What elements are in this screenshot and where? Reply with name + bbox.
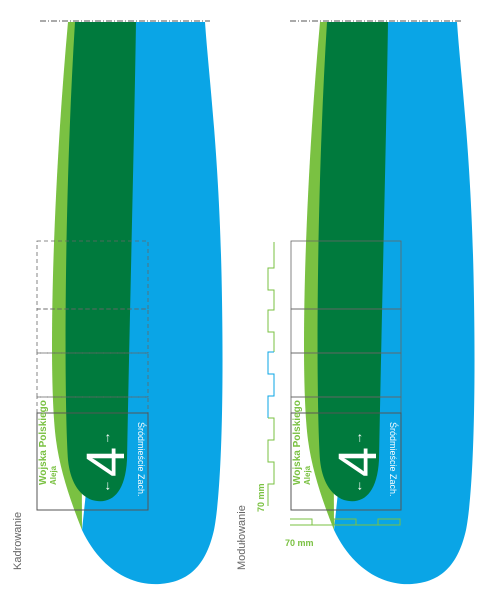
- line-number-label: 4: [76, 447, 136, 477]
- module-width-label: 70 mm: [285, 538, 314, 548]
- side-label-modulowanie: Modułowanie: [236, 505, 248, 570]
- street-name-label: Wojska Polskiego: [292, 400, 303, 485]
- district-label: Śródmieście Zach.: [136, 422, 147, 497]
- sign-frame: [290, 412, 402, 511]
- district-label: Śródmieście Zach.: [388, 422, 399, 497]
- line-number-label: 4: [328, 447, 388, 477]
- dark-green-band-shape: [317, 22, 388, 502]
- arrow-left-glyph: ←: [350, 480, 365, 493]
- sign-frame: [36, 412, 149, 511]
- ruler-segment-bottom: [267, 417, 275, 506]
- arrow-right-glyph: →: [98, 432, 113, 445]
- frame-module-2: [36, 308, 149, 354]
- ruler-segment-blue: [267, 351, 275, 418]
- ruler-segment-top: [267, 242, 275, 352]
- dashed-frames: [36, 240, 149, 414]
- panel-kadrowanie: Wojska Polskiego Aleja ← 4 → Śródmieście…: [12, 20, 223, 585]
- vertical-module-ruler: [267, 242, 275, 506]
- module-height-label: 70 mm: [256, 483, 266, 512]
- panel-modulowanie: 70 mm 70 mm Wojska Polskiego Aleja ← 4 →…: [236, 20, 475, 585]
- frame-module-1: [36, 240, 149, 310]
- solid-frames: [290, 240, 402, 414]
- side-label-kadrowanie: Kadrowanie: [12, 512, 24, 570]
- arrow-right-glyph: →: [350, 432, 365, 445]
- street-type-label: Aleja: [303, 465, 312, 485]
- frame-module-3: [36, 352, 149, 398]
- dark-green-band-shape: [65, 22, 136, 502]
- horizontal-module-ruler: [290, 518, 401, 526]
- street-name-label: Wojska Polskiego: [38, 400, 49, 485]
- street-type-label: Aleja: [49, 465, 58, 485]
- ruler-horizontal-path: [290, 518, 401, 526]
- arrow-left-glyph: ←: [98, 480, 113, 493]
